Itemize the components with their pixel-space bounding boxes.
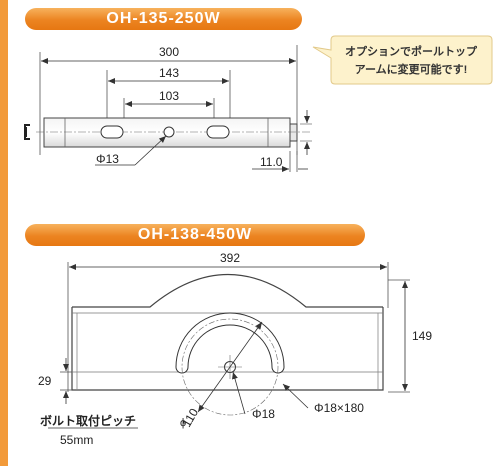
- callout-line1: オプションでポールトップ: [345, 44, 478, 58]
- dim-hole-diameter: Φ13: [96, 152, 119, 166]
- dim-inner-hole-pitch: 103: [159, 89, 179, 103]
- arm-drawing-oh135: [24, 45, 312, 172]
- dim-base-thickness: 29: [38, 374, 52, 388]
- dim-end-length: 11.0: [260, 155, 283, 169]
- orange-left-border: [0, 0, 8, 466]
- arm-drawing-oh138: [48, 262, 410, 429]
- section1-title-badge: OH-135-250W: [25, 8, 302, 30]
- option-callout: [312, 35, 493, 85]
- pitch-value: 55mm: [60, 433, 93, 447]
- pitch-label: ボルト取付ピッチ: [40, 413, 136, 428]
- section2-title-badge: OH-138-450W: [25, 224, 365, 246]
- dim-height: 149: [412, 329, 432, 343]
- dim-center-hole: Φ18: [252, 407, 275, 421]
- dim-overall-length: 300: [159, 45, 179, 59]
- diameter-symbol: ϕ: [180, 417, 186, 429]
- dim-width: 392: [220, 251, 240, 265]
- callout-line2: アームに変更可能です!: [355, 62, 468, 76]
- dim-slot: Φ18×180: [314, 401, 364, 415]
- dim-outer-hole-pitch: 143: [159, 66, 179, 80]
